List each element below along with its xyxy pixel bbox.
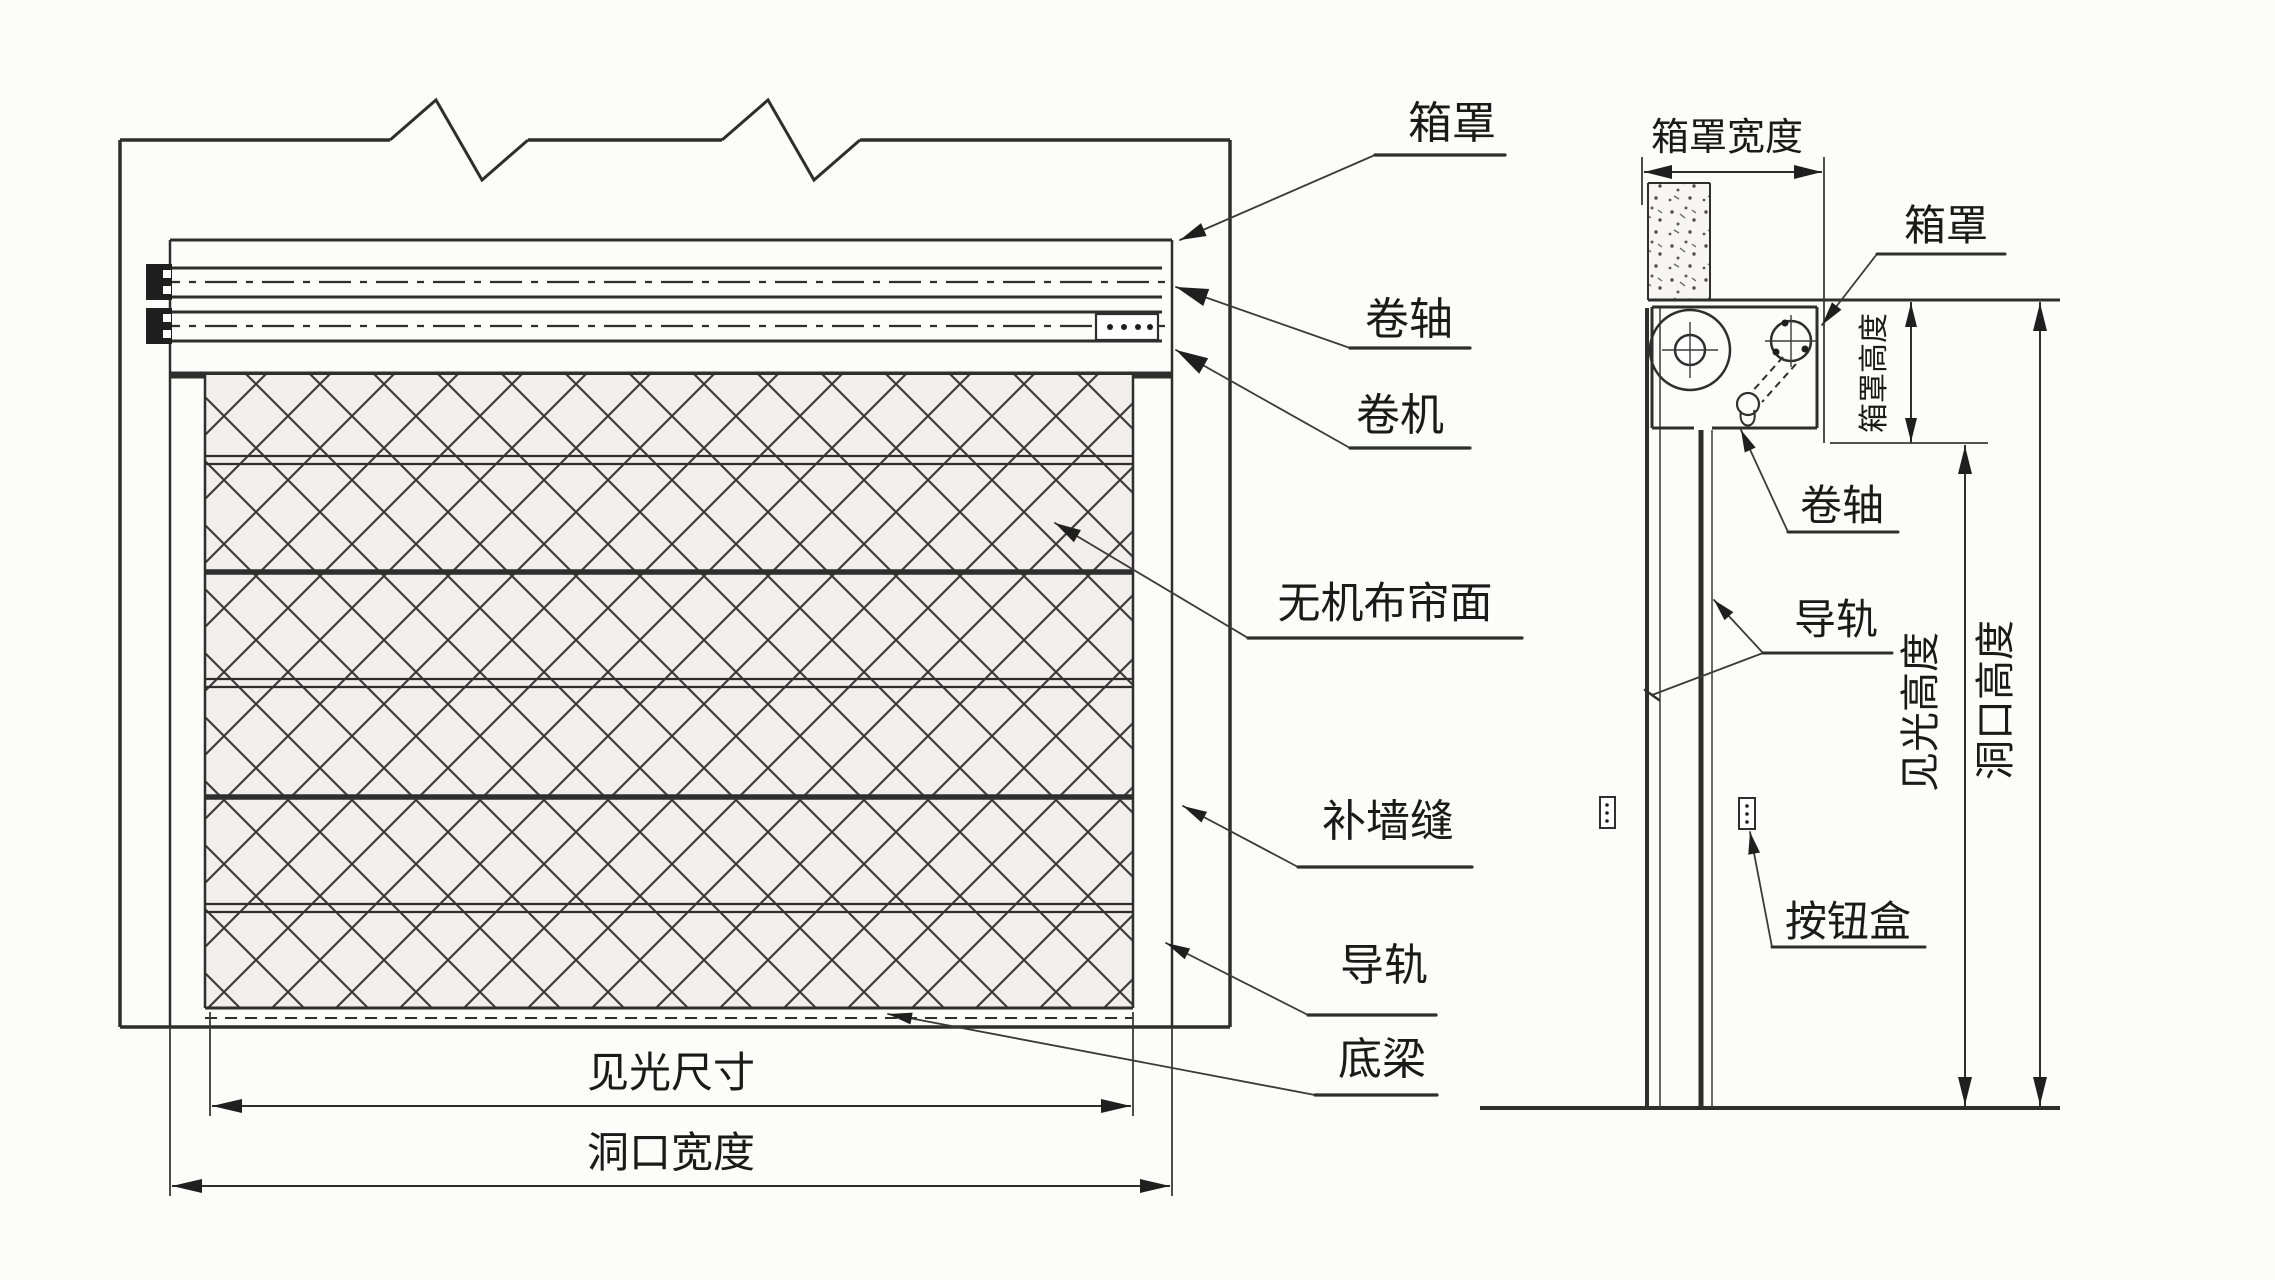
chain-wheel-icon — [1735, 391, 1761, 417]
callout-wall-seam: 补墙缝 — [1182, 797, 1474, 869]
side-structure — [1480, 182, 2060, 1110]
side-callouts: 箱罩 卷轴 导轨 按钮盒 — [1643, 202, 2007, 949]
curtain-bar — [205, 677, 1133, 689]
callout-label: 卷机 — [1356, 391, 1444, 440]
callout-curtain-face: 无机布帘面 — [1054, 522, 1524, 640]
callout-label: 箱罩 — [1408, 99, 1496, 148]
curtain-side-edges — [203, 375, 1135, 1008]
callout-box-cover: 箱罩 — [1179, 99, 1507, 241]
shaft-end-cap — [146, 264, 172, 300]
callout-label: 无机布帘面 — [1278, 580, 1493, 628]
wall-section-hatch — [1648, 183, 1710, 300]
winding-machine-motor — [1094, 312, 1160, 342]
side-dimensions: 箱罩宽度 箱罩高度 见光高度 洞口高度 — [1641, 117, 2047, 1106]
curtain-panel — [203, 375, 1135, 1019]
roller-shaft-1 — [146, 264, 1172, 300]
callout-guide-rail: 导轨 — [1165, 941, 1438, 1017]
curtain-bar — [205, 902, 1133, 914]
shaft-crosshair-icon — [1662, 322, 1718, 378]
callout-button-box: 按钮盒 — [1748, 831, 1927, 949]
front-view: 见光尺寸 洞口宽度 箱罩 卷轴 卷 — [118, 97, 1524, 1196]
callout-label: 底梁 — [1338, 1035, 1426, 1084]
curtain-crosshatch — [205, 375, 1133, 1008]
shaft-end-cap — [146, 308, 172, 344]
clear-height-dim-text: 见光高度 — [1899, 632, 1943, 792]
sprocket-crosshair-icon — [1765, 315, 1817, 367]
callout-roll-shaft: 卷轴 — [1740, 429, 1900, 534]
wall-section-outline — [1647, 182, 1711, 300]
shutter-housing — [146, 238, 1172, 379]
wall-sides-bottom — [118, 140, 1232, 1029]
curtain-bar — [205, 454, 1133, 466]
opening-height-dim-text: 洞口高度 — [1974, 620, 2018, 780]
wall-outline — [118, 97, 1232, 1029]
roller-shaft-2 — [146, 308, 1172, 344]
front-callouts: 箱罩 卷轴 卷机 无机布帘面 — [887, 99, 1524, 1097]
box-width-dim-text: 箱罩宽度 — [1651, 117, 1803, 159]
callout-label: 卷轴 — [1365, 295, 1453, 344]
break-symbol-icon — [389, 97, 529, 183]
curtain-roll-icon — [1648, 308, 1732, 392]
callout-label: 箱罩 — [1904, 202, 1988, 249]
hood-box-outline — [1650, 305, 1819, 430]
extension-lines — [169, 1012, 1173, 1196]
callout-guide-rail: 导轨 — [1643, 596, 1894, 702]
chain-loop-icon — [1739, 409, 1756, 427]
box-height-dim-text: 箱罩高度 — [1858, 313, 1891, 433]
break-symbol-icon — [721, 97, 861, 183]
chain-lines-icon — [1749, 356, 1797, 403]
callout-label: 导轨 — [1794, 596, 1878, 643]
callout-roll-shaft: 卷轴 — [1175, 286, 1472, 350]
callout-box-cover: 箱罩 — [1821, 202, 2007, 326]
opening-width-dim-text: 洞口宽度 — [587, 1129, 755, 1176]
callout-label: 按钮盒 — [1785, 898, 1911, 945]
callout-label: 卷轴 — [1800, 482, 1884, 529]
callout-label: 补墙缝 — [1322, 797, 1454, 846]
button-boxes — [1599, 796, 1756, 830]
callout-label: 导轨 — [1340, 941, 1428, 990]
opening-edges — [168, 240, 1174, 1027]
side-view: 箱罩宽度 箱罩高度 见光高度 洞口高度 箱罩 — [1480, 117, 2060, 1110]
front-width-dimensions: 见光尺寸 洞口宽度 — [169, 1012, 1173, 1196]
hood-box — [1648, 305, 1819, 430]
callout-winding-machine: 卷机 — [1175, 349, 1472, 450]
extension-lines — [1641, 157, 1988, 444]
callout-bottom-beam: 底梁 — [887, 1012, 1439, 1097]
clear-width-dim-text: 见光尺寸 — [587, 1049, 755, 1096]
